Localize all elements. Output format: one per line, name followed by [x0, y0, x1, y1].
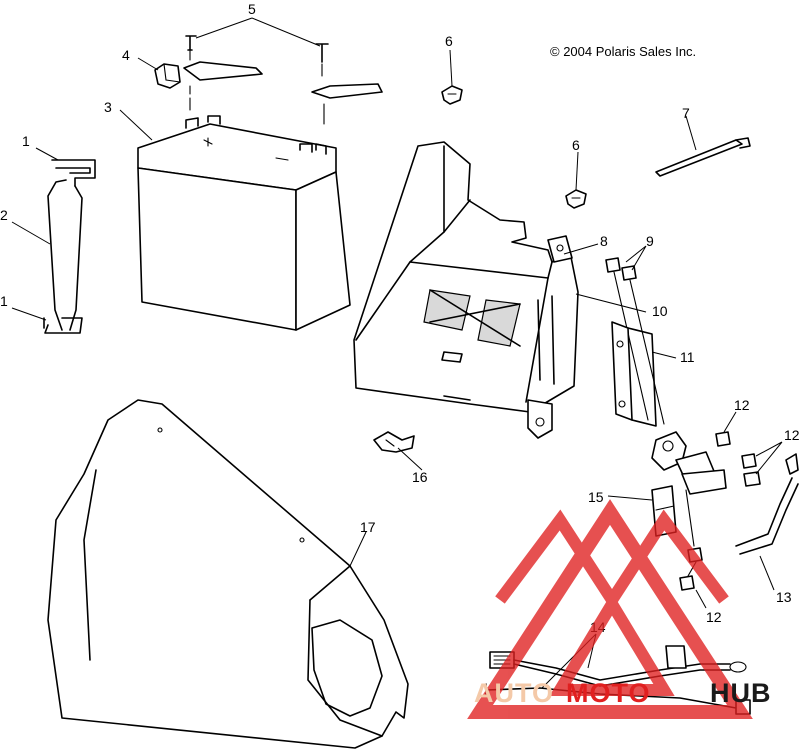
callout-4: 4 — [122, 47, 130, 63]
terminal-bolts — [183, 35, 383, 125]
leader-lines — [11, 17, 783, 689]
watermark-moto: MOTO — [566, 678, 651, 708]
callout-8: 8 — [600, 233, 608, 249]
callout-1-top: 1 — [22, 133, 30, 149]
callout-6-upper: 6 — [445, 33, 453, 49]
watermark-logo — [467, 499, 753, 719]
callout-12-right: 12 — [784, 427, 800, 443]
callout-10: 10 — [652, 303, 668, 319]
watermark-auto: AUTO — [474, 678, 554, 708]
watermark-text: AUTO MOTO HUB — [474, 678, 772, 708]
battery-box — [353, 141, 579, 439]
cable-tie — [655, 137, 751, 177]
callout-12-lower: 12 — [706, 609, 722, 625]
callout-5: 5 — [248, 1, 256, 17]
copyright-notice: © 2004 Polaris Sales Inc. — [550, 44, 696, 59]
callout-9: 9 — [646, 233, 654, 249]
callout-1-bottom: 1 — [0, 293, 8, 309]
terminal-block — [651, 431, 761, 591]
callout-13: 13 — [776, 589, 792, 605]
battery-cover — [47, 399, 409, 749]
cable — [735, 453, 799, 555]
watermark-hub: HUB — [710, 678, 772, 708]
callout-11: 11 — [680, 349, 695, 365]
callout-labels: 1 2 1 3 4 5 6 6 7 8 9 10 11 12 12 12 13 … — [0, 1, 800, 635]
battery — [137, 115, 351, 331]
callout-12-upper: 12 — [734, 397, 750, 413]
callout-3: 3 — [104, 99, 112, 115]
callout-16: 16 — [412, 469, 428, 485]
callout-17: 17 — [360, 519, 376, 535]
bracket — [611, 321, 657, 427]
clip-upper — [441, 85, 463, 105]
callout-2: 2 — [0, 207, 8, 223]
callout-6-lower: 6 — [572, 137, 580, 153]
terminal-cover — [154, 63, 181, 89]
callout-15: 15 — [588, 489, 604, 505]
clip-lower — [565, 189, 587, 209]
callout-7: 7 — [682, 105, 690, 121]
battery-strap — [43, 159, 96, 334]
small-bracket — [373, 431, 415, 453]
